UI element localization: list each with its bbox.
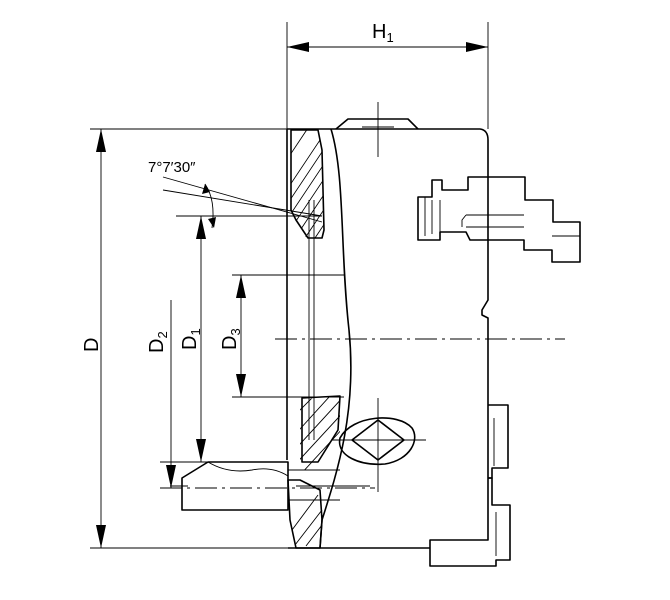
top-lug: [335, 102, 419, 157]
dimension-d: D: [81, 129, 106, 548]
dimension-d-label: D: [81, 338, 103, 352]
taper-angle-label: 7°7′30″: [148, 159, 196, 176]
dimension-d1-label: D1: [179, 328, 203, 350]
dimension-d1: D1: [179, 216, 206, 462]
taper-angle: 7°7′30″: [148, 159, 323, 229]
dimension-d2: D2: [146, 300, 176, 488]
hatched-section-upper: [290, 129, 325, 239]
centre-lines: [160, 338, 565, 489]
jaw-upper: [417, 176, 581, 263]
chuck-body: [286, 128, 489, 549]
hatched-section-lower: [287, 395, 341, 549]
cam-key: [332, 398, 426, 492]
jaw-lower: [429, 404, 511, 567]
dimension-h1-label: H1: [372, 21, 394, 45]
dimension-d3: D3: [219, 275, 246, 397]
dimension-h1: H1: [287, 21, 488, 52]
extension-lines: [90, 22, 489, 549]
bolt-pin: [170, 461, 370, 511]
dimension-d2-label: D2: [146, 331, 170, 353]
dimension-d3-label: D3: [219, 328, 243, 350]
